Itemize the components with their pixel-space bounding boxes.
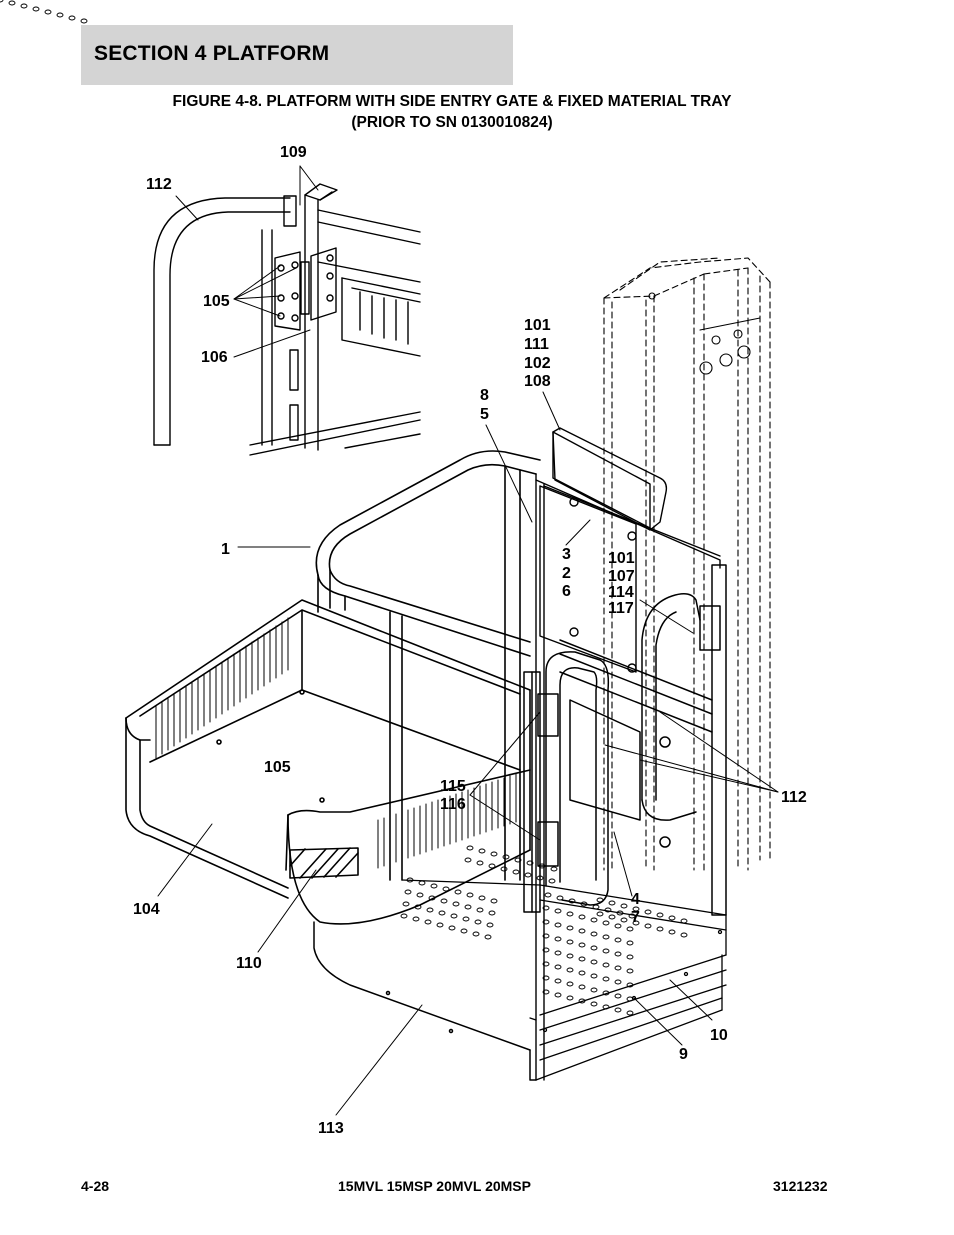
callout-107: 107 [608, 568, 635, 585]
callout-114: 114 [608, 584, 634, 601]
figure-title-line2: (PRIOR TO SN 0130010824) [351, 114, 553, 131]
callout-4: 4 [631, 891, 640, 908]
tray-vents [155, 617, 517, 869]
callout-5: 5 [480, 406, 489, 423]
callout-104: 104 [133, 901, 160, 918]
callout-10: 10 [710, 1027, 728, 1044]
rear-panel [535, 427, 721, 1081]
grating-holes [0, 0, 688, 1016]
callout-106: 106 [201, 349, 228, 366]
footer-page-number: 4-28 [81, 1178, 110, 1194]
callout-115: 115 [440, 778, 466, 795]
callout-113: 113 [318, 1120, 344, 1137]
leader-lines [157, 165, 779, 1116]
footer-models: 15MVL 15MSP 20MVL 20MSP [338, 1178, 531, 1194]
callout-9: 9 [679, 1046, 688, 1063]
callout-2: 2 [562, 565, 571, 582]
callout-101-b: 101 [608, 550, 635, 567]
floor-grating [401, 879, 727, 1081]
section-title: SECTION 4 PLATFORM [94, 42, 330, 65]
callout-7: 7 [631, 909, 640, 926]
callout-105-tray: 105 [264, 759, 291, 776]
callout-3: 3 [562, 546, 571, 563]
callout-108: 108 [524, 373, 551, 390]
callout-8: 8 [480, 387, 489, 404]
callout-102: 102 [524, 355, 551, 372]
callout-1: 1 [221, 541, 230, 558]
callout-117: 117 [608, 600, 634, 617]
platform-rail [315, 450, 541, 881]
callout-labels: 109 112 105 106 101 111 102 108 8 5 1 3 … [133, 144, 807, 1137]
section-header: SECTION 4 PLATFORM [81, 25, 513, 85]
callout-105-top: 105 [203, 293, 230, 310]
gate-hinge-detail [153, 183, 421, 456]
callout-112-right: 112 [781, 789, 807, 806]
callout-101: 101 [524, 317, 551, 334]
mast-outline [603, 257, 771, 871]
callout-112-top: 112 [146, 176, 172, 193]
figure-title: FIGURE 4-8. PLATFORM WITH SIDE ENTRY GAT… [0, 91, 954, 133]
footer-doc-number: 3121232 [773, 1178, 828, 1194]
callout-116: 116 [440, 796, 466, 813]
platform-base [313, 921, 537, 1081]
material-tray [125, 599, 531, 925]
callout-109: 109 [280, 144, 307, 161]
entry-gate [523, 564, 727, 916]
figure-title-line1: FIGURE 4-8. PLATFORM WITH SIDE ENTRY GAT… [172, 93, 732, 110]
callout-6: 6 [562, 583, 571, 600]
callout-111: 111 [524, 336, 549, 353]
callout-110: 110 [236, 955, 262, 972]
